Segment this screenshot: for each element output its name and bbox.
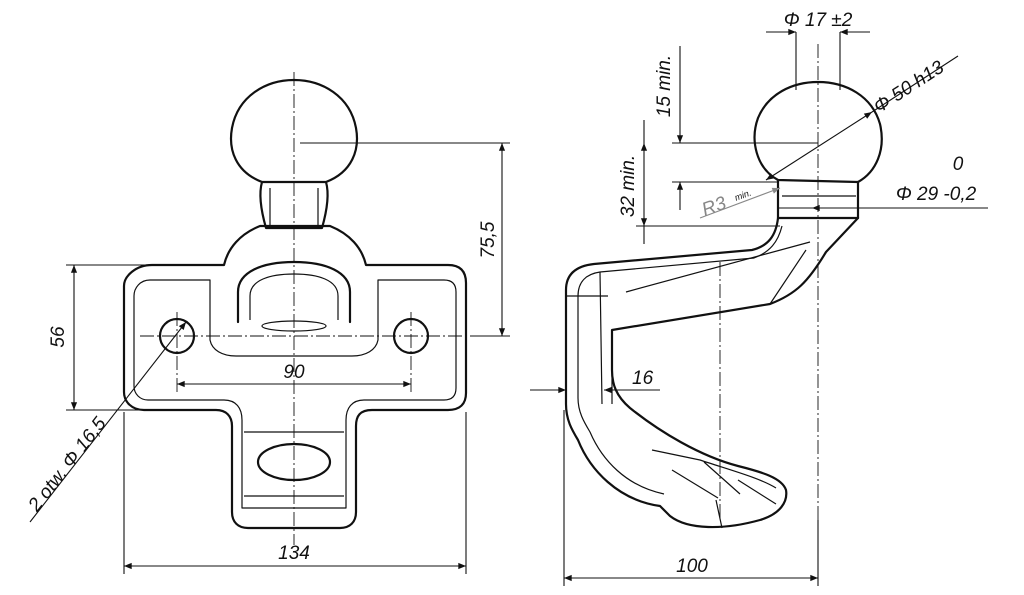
front-pocket	[236, 260, 352, 324]
side-hook-inner	[577, 225, 783, 495]
front-plate-inner	[133, 279, 457, 509]
side-hook-ridge	[599, 241, 811, 405]
leader-holes	[29, 321, 187, 523]
dim-label-depth: 100	[676, 556, 708, 577]
side-hook-tip	[651, 449, 777, 529]
dim-label-thickness: 16	[632, 368, 654, 389]
dim-label-height: 56	[48, 326, 69, 348]
dim-label-ball-dia: Φ 50 h13	[870, 57, 948, 118]
dim-label-width: 134	[278, 543, 310, 564]
dim-label-neck-dia: Φ 17 ±2	[784, 10, 853, 31]
dim-label-hole-spacing: 90	[283, 362, 305, 383]
front-lower-hole	[256, 442, 332, 482]
dim-label-min-length: 15 min.	[654, 55, 675, 117]
dim-label-ball-height: 75,5	[478, 221, 499, 258]
side-ball	[753, 80, 883, 184]
front-ball	[230, 78, 358, 184]
front-pocket-inner	[249, 273, 339, 320]
dim-label-radius-suffix: min.	[733, 188, 752, 203]
side-collar	[776, 178, 860, 220]
dim-line-ball-dia	[765, 111, 873, 181]
side-view: 100 16 Φ 17 ±2 Φ 50 h13 15 min. 32 min. …	[530, 10, 988, 586]
front-center-bore	[261, 320, 327, 332]
dim-label-collar-upper-tol: 0	[953, 154, 964, 175]
front-view: 90 134 56 75,5 2 otw. Φ 16,5	[24, 72, 510, 574]
dim-label-collar-dia: Φ 29 -0,2	[896, 184, 977, 205]
front-plate-outline	[122, 224, 468, 530]
side-hook-body	[564, 216, 860, 529]
leader-ball-dia	[871, 55, 959, 113]
leader-radius	[699, 187, 781, 219]
dim-label-holes: 2 otw. Φ 16,5	[24, 413, 111, 516]
dim-label-min-height: 32 min.	[618, 155, 639, 217]
front-neck	[259, 180, 329, 230]
